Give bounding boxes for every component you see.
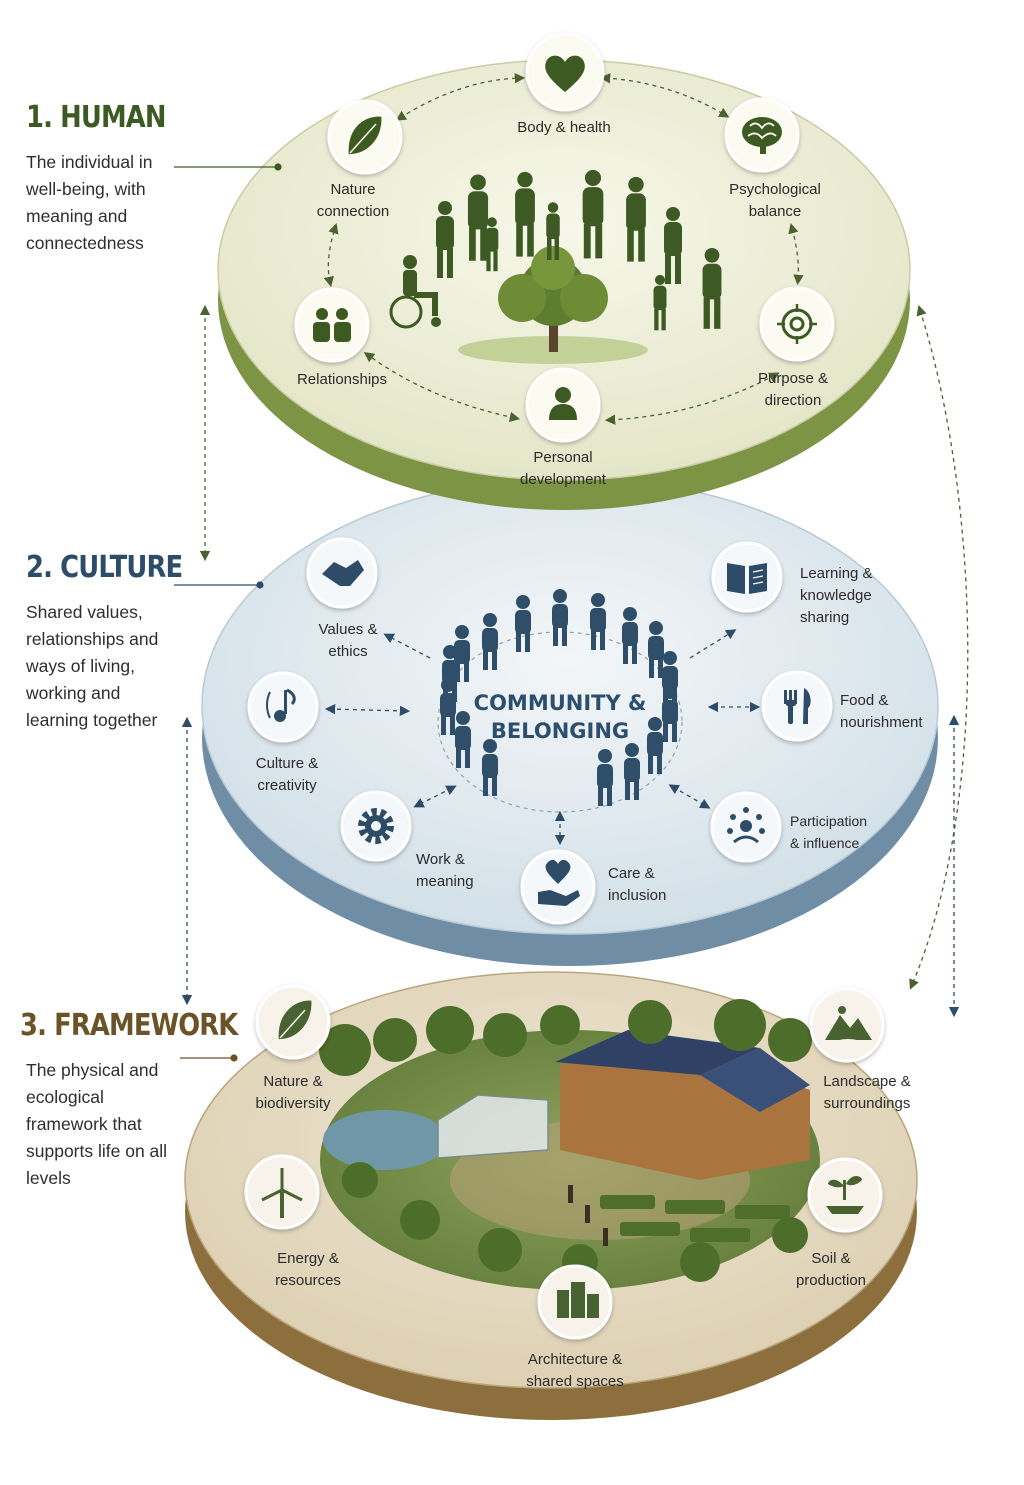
framework-disc: Nature &biodiversity Landscape &surround… <box>184 971 918 1420</box>
level-culture-heading: 2. CULTURE <box>26 550 183 585</box>
person-silhouette <box>653 274 667 331</box>
level-culture-panel: 2. CULTURE Shared values, relationships … <box>26 550 186 734</box>
node-landscape-surroundings[interactable] <box>809 987 885 1063</box>
node-nature-biodiversity[interactable] <box>255 984 331 1060</box>
node-personal-development[interactable] <box>525 367 601 443</box>
community-person <box>590 593 606 650</box>
target-icon <box>777 304 817 344</box>
eco-village-illustration <box>319 999 820 1290</box>
person-silhouette <box>485 217 499 272</box>
brain-icon <box>742 117 782 154</box>
community-person <box>624 743 640 800</box>
level-framework-panel: 3. FRAMEWORK The physical and ecological… <box>20 1008 238 1192</box>
music-icon <box>266 688 296 722</box>
level-human-heading: 1. HUMAN <box>26 100 167 135</box>
node-architecture-shared-spaces[interactable] <box>537 1264 613 1340</box>
level-framework-description: The physical and ecological framework th… <box>26 1060 168 1188</box>
person-silhouette <box>546 202 560 260</box>
node-learning-knowledge[interactable] <box>711 541 783 613</box>
community-person <box>622 607 638 664</box>
node-energy-resources[interactable] <box>244 1154 320 1230</box>
node-work-meaning[interactable] <box>340 790 412 862</box>
community-person <box>597 749 613 806</box>
label-architecture-shared-spaces: Architecture &shared spaces <box>526 1351 624 1390</box>
wind-turbine-icon <box>261 1168 303 1218</box>
gear-icon <box>358 808 394 844</box>
label-purpose-direction: Purpose &direction <box>758 370 828 409</box>
participation-icon <box>727 807 765 844</box>
label-culture-creativity: Culture &creativity <box>256 755 319 794</box>
person-silhouette <box>515 171 535 257</box>
label-food-nourishment: Food &nourishment <box>840 692 923 731</box>
label-energy-resources: Energy &resources <box>275 1250 341 1289</box>
level-human-panel: 1. HUMAN The individual in well-being, w… <box>26 100 186 257</box>
person-silhouette <box>702 247 722 329</box>
community-person <box>648 621 664 678</box>
book-icon <box>727 563 767 594</box>
person-silhouette <box>467 174 489 261</box>
culture-disc: COMMUNITY &BELONGING Values &ethics <box>201 477 939 966</box>
person-silhouette <box>626 176 646 262</box>
community-person <box>482 613 498 670</box>
label-values-ethics: Values &ethics <box>319 621 378 660</box>
wheelchair-figure <box>389 255 441 329</box>
node-values-ethics[interactable] <box>306 537 378 609</box>
care-hand-icon <box>538 859 580 906</box>
community-person <box>515 595 531 652</box>
person-silhouette <box>582 169 604 259</box>
community-person <box>662 651 678 708</box>
label-landscape-surroundings: Landscape &surroundings <box>823 1073 911 1112</box>
node-culture-creativity[interactable] <box>247 671 319 743</box>
node-soil-production[interactable] <box>807 1157 883 1233</box>
node-food-nourishment[interactable] <box>761 670 833 742</box>
node-participation-influence[interactable] <box>710 791 782 863</box>
tree-illustration <box>458 246 648 364</box>
leaf-icon <box>347 115 383 156</box>
person-icon <box>549 387 577 420</box>
cutlery-icon <box>784 688 811 724</box>
label-soil-production: Soil &production <box>796 1250 866 1289</box>
community-person <box>455 711 471 768</box>
community-person <box>442 645 458 702</box>
label-body-health: Body & health <box>517 119 610 136</box>
building-icon <box>557 1282 599 1318</box>
node-relationships[interactable] <box>294 287 370 363</box>
landscape-icon <box>825 1006 872 1047</box>
level-connectors <box>199 304 969 990</box>
person-silhouette <box>436 201 454 278</box>
handshake-icon <box>322 560 364 586</box>
label-care-inclusion: Care &inclusion <box>608 865 666 904</box>
label-nature-biodiversity-text: Nature &biodiversity <box>255 1073 331 1112</box>
community-circle-figures <box>440 589 678 806</box>
label-relationships: Relationships <box>297 371 387 388</box>
community-belonging-label: COMMUNITY &BELONGING <box>474 691 647 743</box>
community-person <box>662 685 678 742</box>
label-participation-influence: Participation& influence <box>790 813 867 851</box>
node-purpose-direction[interactable] <box>759 286 835 362</box>
label-work-meaning: Work &meaning <box>416 851 474 890</box>
heart-icon <box>545 55 585 92</box>
community-person <box>552 589 568 646</box>
level-culture-description: Shared values, relationships and ways of… <box>26 602 159 730</box>
level-human-description: The individual in well-being, with meani… <box>26 152 153 253</box>
sprout-icon <box>826 1176 864 1214</box>
node-psychological-balance[interactable] <box>724 97 800 173</box>
community-person <box>647 717 663 774</box>
node-body-health[interactable] <box>525 32 605 112</box>
human-figures <box>436 169 722 331</box>
person-silhouette <box>664 207 682 284</box>
leaf-icon <box>277 999 313 1041</box>
node-nature-connection[interactable] <box>327 99 403 175</box>
community-person <box>482 739 498 796</box>
node-care-inclusion[interactable] <box>520 849 596 925</box>
level-framework-heading: 3. FRAMEWORK <box>20 1008 238 1043</box>
people-icon <box>313 308 351 342</box>
